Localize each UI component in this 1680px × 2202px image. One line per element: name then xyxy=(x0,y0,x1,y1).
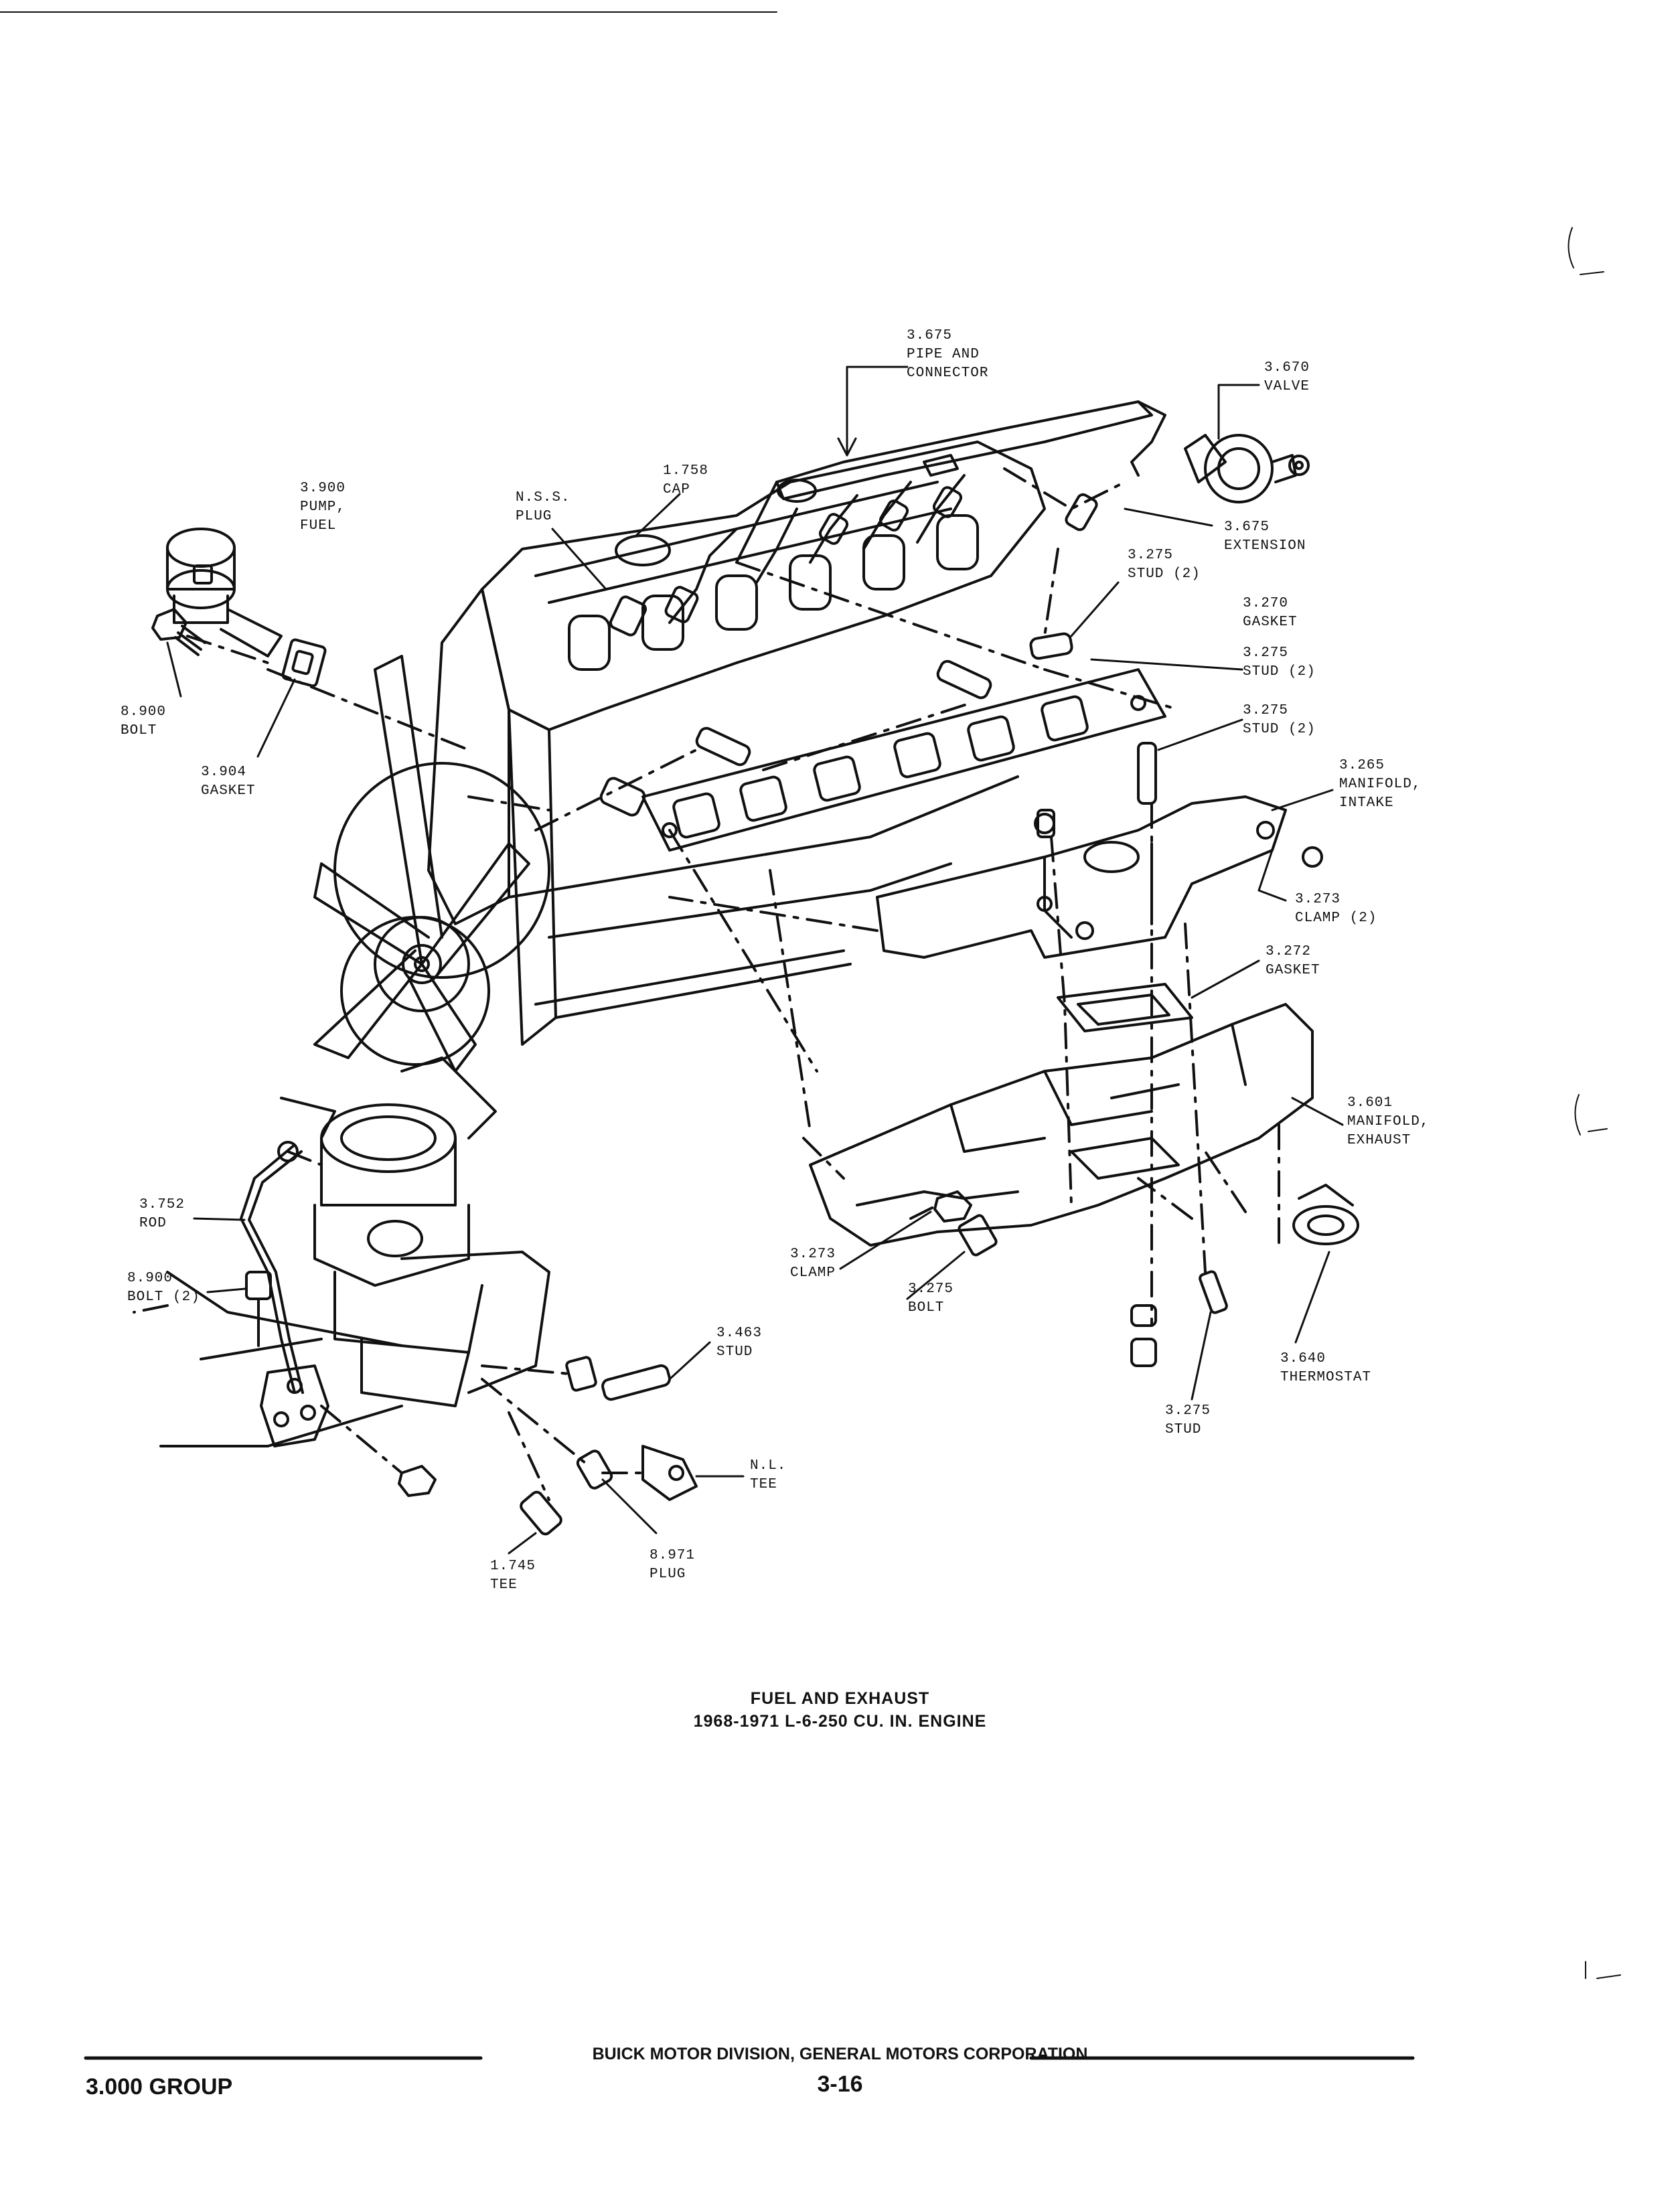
footer-group-label: 3.000 GROUP xyxy=(86,2074,233,2100)
rod-shape xyxy=(240,1141,304,1394)
callout-nl-tee: N.L.TEE xyxy=(750,1458,787,1492)
footer-page-number: 3-16 xyxy=(817,2071,863,2097)
fuel-pump xyxy=(166,528,327,688)
throttle-bracket-shape xyxy=(245,1271,437,1497)
studs-head xyxy=(599,632,1157,817)
caption-subtitle: 1968-1971 L-6-250 CU. IN. ENGINE xyxy=(693,1712,987,1731)
egr-valve xyxy=(1184,434,1310,503)
exhaust-manifold-shape xyxy=(809,1003,1314,1247)
leader-lines xyxy=(166,366,1344,1555)
plugs-row xyxy=(609,474,1098,637)
footer-corporation: BUICK MOTOR DIVISION, GENERAL MOTORS COR… xyxy=(592,2045,1088,2063)
exhaust-hardware xyxy=(933,1190,1228,1367)
pipe-and-connector xyxy=(735,400,1166,564)
intake-gasket-shape xyxy=(641,668,1166,852)
callout-nss-plug: N.S.S.PLUG xyxy=(516,490,570,524)
carburetor-assembly xyxy=(159,1056,550,1447)
bolt-8900-shape xyxy=(151,608,206,656)
intake-manifold-shape xyxy=(876,795,1323,959)
thermostat-shape xyxy=(1292,1184,1359,1245)
assembly-centerlines xyxy=(133,467,1280,1501)
caption-title: FUEL AND EXHAUST xyxy=(750,1689,930,1708)
manifold-gasket-shape xyxy=(1057,983,1193,1032)
fan-assembly xyxy=(313,655,550,1073)
scan-marks xyxy=(1568,227,1621,1979)
figure-caption: FUEL AND EXHAUST 1968-1971 L-6-250 CU. I… xyxy=(0,1687,1680,1733)
engine-block xyxy=(427,441,1046,1046)
stud-tee-fittings xyxy=(520,1356,698,1536)
